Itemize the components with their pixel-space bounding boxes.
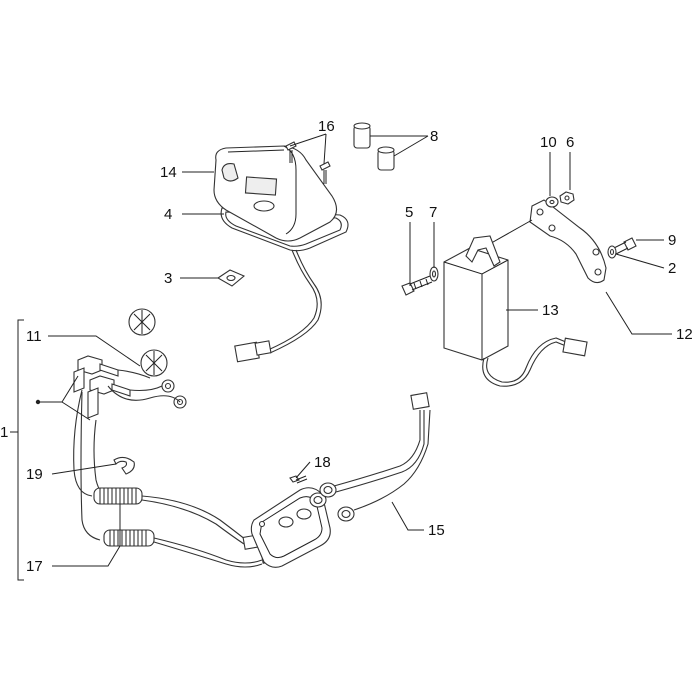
callout-1: 1 bbox=[0, 424, 8, 441]
part-bolt-5 bbox=[401, 275, 433, 296]
callout-10: 10 bbox=[540, 134, 557, 151]
part-washer-2 bbox=[607, 245, 617, 259]
callout-13: 13 bbox=[542, 302, 559, 319]
callout-6: 6 bbox=[566, 134, 574, 151]
callout-11: 11 bbox=[26, 328, 42, 345]
callout-15: 15 bbox=[428, 522, 445, 539]
callout-2: 2 bbox=[668, 260, 676, 277]
part-caps-8 bbox=[353, 122, 395, 171]
part-screw-9 bbox=[613, 237, 637, 255]
callout-17: 17 bbox=[26, 558, 43, 575]
part-washer-7 bbox=[429, 266, 439, 282]
callout-3: 3 bbox=[164, 270, 172, 287]
part-washer-10 bbox=[545, 196, 559, 208]
callout-8: 8 bbox=[430, 128, 438, 145]
callout-12: 12 bbox=[676, 326, 693, 343]
part-bracket-12 bbox=[485, 199, 607, 284]
callout-5: 5 bbox=[405, 204, 413, 221]
part-nut-3 bbox=[216, 269, 246, 287]
callout-19: 19 bbox=[26, 466, 43, 483]
leader-lines bbox=[10, 133, 672, 581]
callout-labels: 1 2 3 4 5 6 7 8 9 10 11 12 13 14 15 16 1… bbox=[0, 118, 693, 575]
callout-18: 18 bbox=[314, 454, 331, 471]
part-lamp-plate-15 bbox=[250, 392, 431, 568]
callout-4: 4 bbox=[164, 206, 172, 223]
part-instrument-housing bbox=[213, 145, 349, 363]
part-nut-6 bbox=[559, 191, 575, 205]
callout-14: 14 bbox=[160, 164, 177, 181]
callout-9: 9 bbox=[668, 232, 676, 249]
callout-7: 7 bbox=[429, 204, 437, 221]
part-module-13 bbox=[443, 235, 588, 387]
callout-16: 16 bbox=[318, 118, 335, 135]
part-harness-assembly bbox=[73, 308, 280, 568]
